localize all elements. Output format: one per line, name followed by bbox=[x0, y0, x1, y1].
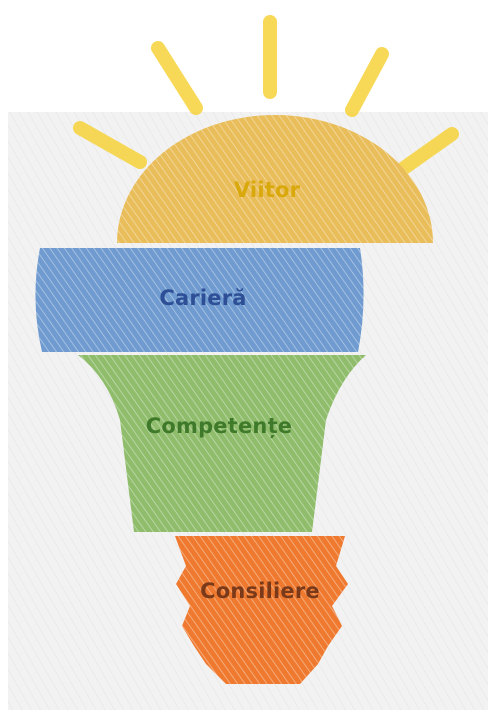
sun-rays bbox=[73, 15, 459, 175]
ray-upper-left bbox=[151, 41, 203, 115]
segment-label-competente: Competențe bbox=[145, 414, 293, 438]
ray-left bbox=[73, 121, 147, 169]
segment-label-viitor: Viitor bbox=[233, 178, 301, 202]
ray-upper-right bbox=[345, 47, 389, 117]
segment-label-cariera: Carieră bbox=[159, 286, 247, 310]
ray-right bbox=[397, 127, 459, 175]
segment-label-consiliere: Consiliere bbox=[200, 579, 320, 603]
